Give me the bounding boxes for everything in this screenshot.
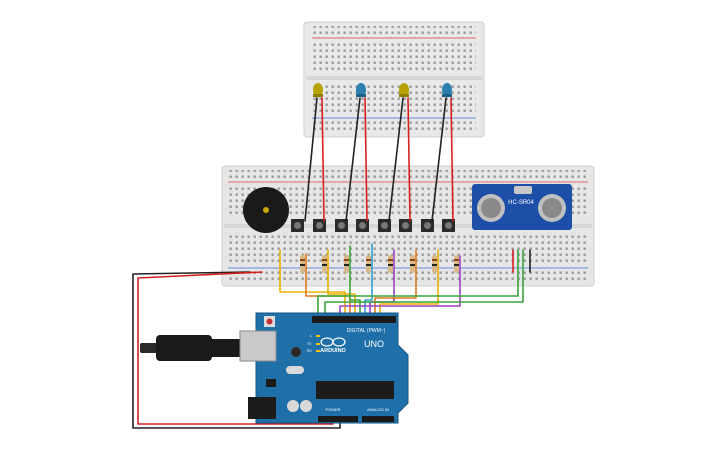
atmega-chip xyxy=(316,381,394,399)
wire-led4-red xyxy=(450,97,454,222)
wire-yellow-1 xyxy=(279,249,346,319)
digital-header-label: DIGITAL (PWM~) xyxy=(347,328,386,334)
arduino-brand: ARDUINO xyxy=(320,348,346,354)
wire-green-3 xyxy=(324,249,524,319)
piezo-buzzer[interactable] xyxy=(243,187,289,233)
resistor-7 xyxy=(432,255,437,273)
push-button-5 xyxy=(378,219,391,232)
sensor-label: HC-SR04 xyxy=(508,200,534,206)
push-button-2 xyxy=(313,219,326,232)
resistor-5 xyxy=(388,255,393,273)
led-l-label: L xyxy=(310,334,312,338)
resistor-6 xyxy=(410,255,415,273)
wire-yellow-3 xyxy=(379,249,439,319)
power-jack xyxy=(248,397,276,419)
resistor-4 xyxy=(366,255,371,273)
wire-led1-red xyxy=(321,97,325,222)
usb-cable[interactable] xyxy=(140,335,244,361)
led-yellow-1[interactable] xyxy=(313,83,323,97)
push-button-7 xyxy=(421,219,434,232)
arduino-logo xyxy=(320,337,346,347)
ultrasonic-sensor[interactable]: HC-SR04 xyxy=(472,184,572,230)
led-yellow-2[interactable] xyxy=(399,83,409,97)
arduino-model: UNO xyxy=(364,339,384,349)
resistor-3 xyxy=(344,255,349,273)
led-blue-2[interactable] xyxy=(442,83,452,97)
push-button-4 xyxy=(356,219,369,232)
small-breadboard[interactable] xyxy=(303,21,485,138)
resistor-2 xyxy=(322,255,327,273)
push-button-8 xyxy=(442,219,455,232)
analog-header xyxy=(362,416,394,422)
led-rx-label: RX xyxy=(307,349,313,353)
push-button-3 xyxy=(335,219,348,232)
analog-header-label: ANALOG IN xyxy=(367,407,389,412)
power-header xyxy=(318,416,358,422)
power-header-label: POWER xyxy=(325,407,340,412)
led-blue-1[interactable] xyxy=(356,83,366,97)
push-button-1 xyxy=(291,219,304,232)
led-tx-label: TX xyxy=(307,342,312,346)
push-buttons[interactable] xyxy=(291,219,455,232)
wire-led2-black xyxy=(345,97,361,222)
wire-green-2 xyxy=(317,249,519,319)
digital-header xyxy=(312,316,396,323)
push-button-6 xyxy=(399,219,412,232)
wire-green-1 xyxy=(349,245,361,319)
wire-led2-red xyxy=(364,97,368,222)
wire-led1-black xyxy=(304,97,318,222)
wire-led3-black xyxy=(388,97,404,222)
usb-b-port xyxy=(239,330,277,362)
resistors xyxy=(300,255,459,273)
wire-orange-2 xyxy=(374,249,417,319)
resistor-1 xyxy=(300,255,305,273)
wire-cyan-1 xyxy=(364,243,373,319)
wire-led4-black xyxy=(431,97,447,222)
arduino-uno[interactable]: DIGITAL (PWM~) ARDUINO UNO L TX RX POWER… xyxy=(239,312,409,424)
wire-led3-red xyxy=(407,97,411,222)
resistor-8 xyxy=(454,255,459,273)
wire-purple-2 xyxy=(339,255,461,319)
